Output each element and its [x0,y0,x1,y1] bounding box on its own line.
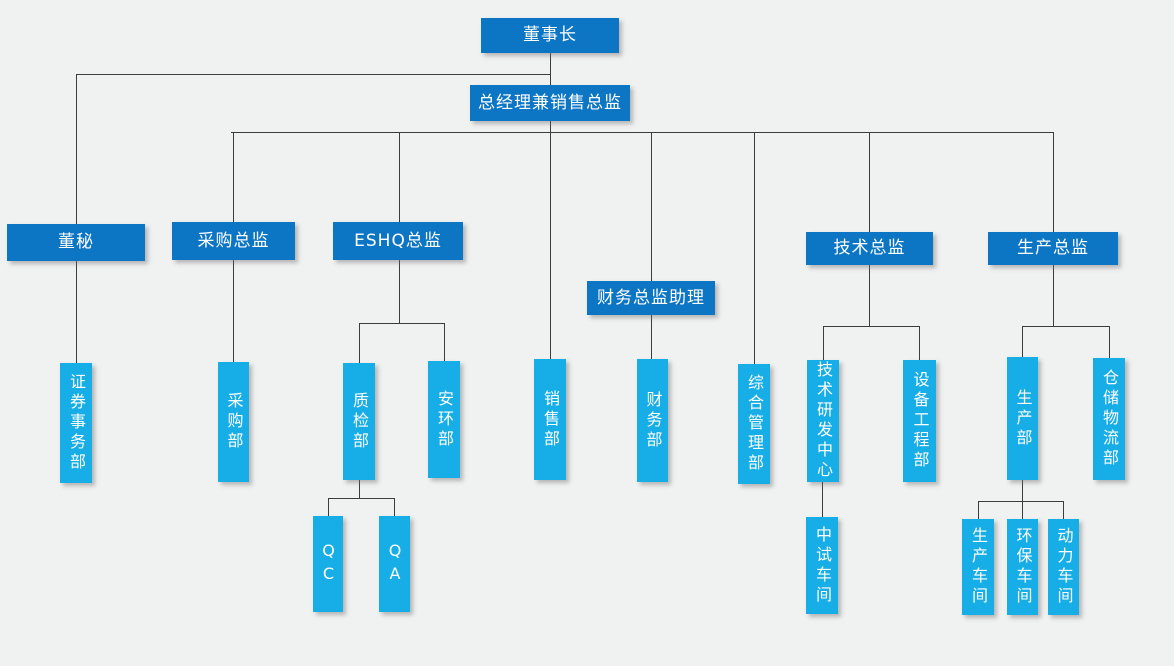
connector-line [233,132,234,222]
connector-line [394,498,395,516]
connector-line [1022,326,1109,327]
org-node-eshq-director: ESHQ总监 [333,222,463,260]
connector-line [328,498,394,499]
connector-line [978,501,979,519]
connector-line [1053,132,1054,232]
connector-line [1022,480,1023,501]
org-node-qa-team: QA [379,516,410,612]
connector-line [76,74,550,75]
connector-line [822,482,823,517]
connector-line [359,323,444,324]
connector-line [651,315,652,359]
connector-line [231,132,1053,133]
org-node-pilot-workshop: 中试车间 [806,517,838,614]
connector-line [76,261,77,363]
org-node-tech-director: 技术总监 [806,232,933,265]
org-node-tech-rd-center: 技术研发中心 [807,360,839,482]
connector-line [550,53,551,85]
connector-line [651,132,652,281]
org-node-safety-env-dept: 安环部 [428,361,460,478]
connector-line [1109,326,1110,358]
connector-line [399,260,400,323]
org-node-production-workshop: 生产车间 [962,519,994,615]
connector-line [869,265,870,326]
connector-line [1063,501,1064,519]
org-node-quality-dept: 质检部 [343,363,375,480]
org-node-general-admin-dept: 综合管理部 [738,364,770,484]
org-node-chairman: 董事长 [481,18,619,53]
connector-line [328,498,329,516]
org-node-finance-dept: 财务部 [637,359,668,482]
org-node-finance-director-assistant: 财务总监助理 [587,281,715,315]
org-node-procurement-dept: 采购部 [218,362,249,482]
connector-line [359,480,360,498]
connector-line [978,501,1063,502]
connector-line [754,132,755,364]
org-node-equipment-eng-dept: 设备工程部 [903,360,936,482]
org-node-procurement-director: 采购总监 [172,222,295,260]
connector-line [359,323,360,363]
connector-line [1022,501,1023,519]
org-node-power-workshop: 动力车间 [1048,519,1079,615]
connector-line [76,74,77,224]
connector-line [823,326,824,360]
connector-line [1053,265,1054,326]
connector-line [233,260,234,362]
org-node-env-workshop: 环保车间 [1007,519,1038,615]
connector-line [1022,326,1023,357]
org-node-production-director: 生产总监 [988,232,1118,265]
org-node-warehouse-logistics-dept: 仓储物流部 [1093,358,1125,480]
connector-line [919,326,920,360]
connector-line [444,323,445,361]
org-node-production-dept: 生产部 [1007,357,1038,480]
connector-line [399,132,400,222]
org-node-qc-team: QC [313,516,343,612]
connector-line [869,132,870,232]
connector-line [550,121,551,359]
org-node-securities-dept: 证券事务部 [60,363,92,483]
connector-line [823,326,919,327]
org-node-sales-dept: 销售部 [534,359,566,480]
org-node-board-secretary: 董秘 [7,224,145,261]
org-node-general-manager: 总经理兼销售总监 [470,85,630,121]
